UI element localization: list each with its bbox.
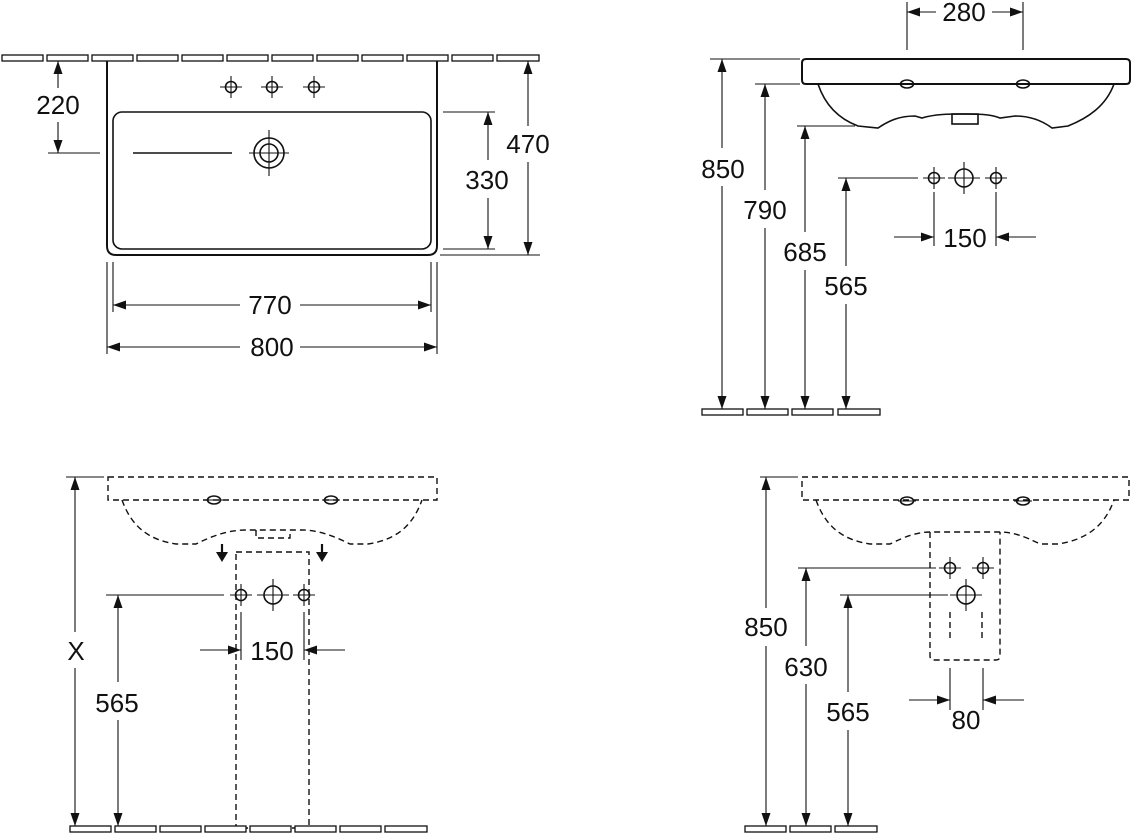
- dim-drain-spacing: 150: [250, 636, 293, 666]
- drain-icon: [949, 578, 983, 612]
- tap-hole-icon: [292, 583, 316, 607]
- dim-height-rim: 850: [701, 154, 744, 184]
- drain-icon: [947, 161, 981, 195]
- dim-height-drain: 565: [95, 688, 138, 718]
- semi-pedestal-view: 80 850 630 565: [744, 476, 1130, 833]
- dim-total-depth: 470: [506, 129, 549, 159]
- top-view: 220 330 470 770 800: [1, 54, 550, 362]
- tap-hole-icon: [321, 495, 341, 505]
- floor-strip: [701, 408, 881, 416]
- dim-height-drain: 565: [826, 697, 869, 727]
- tap-hole-icon: [922, 166, 946, 190]
- dim-tap-depth: 220: [36, 90, 79, 120]
- front-view: 280 150 850 790: [701, 0, 1131, 416]
- dim-bowl-depth: 330: [465, 165, 508, 195]
- dim-bowl-width: 770: [248, 290, 291, 320]
- dim-drain-spacing: 80: [952, 705, 981, 735]
- dim-height-upper: 630: [784, 652, 827, 682]
- floor-strip: [744, 825, 878, 833]
- tap-hole-icon: [984, 166, 1008, 190]
- tap-hole-icon: [897, 496, 917, 506]
- dim-hole-spacing: 280: [942, 0, 985, 27]
- basin-front-outline: [801, 58, 1131, 85]
- pedestal-view: 150 X 565: [66, 476, 438, 833]
- tap-hole-icon: [938, 556, 962, 580]
- dim-height-variable: X: [67, 636, 84, 666]
- floor-strip: [69, 825, 428, 833]
- bowl-outline: [112, 111, 432, 250]
- tap-hole-icon: [229, 583, 253, 607]
- dim-height-drain: 565: [824, 271, 867, 301]
- arrow-down-icon: [214, 542, 230, 564]
- dim-height-rim: 850: [744, 612, 787, 642]
- wall-strip: [1, 54, 540, 62]
- arrow-down-icon: [314, 542, 330, 564]
- dim-height-underside: 790: [743, 195, 786, 225]
- tap-hole-icon: [204, 495, 224, 505]
- tap-hole-icon: [219, 75, 243, 99]
- drain-icon: [249, 130, 289, 176]
- tap-hole-icon: [1013, 496, 1033, 506]
- tap-hole-icon: [897, 79, 917, 89]
- dim-drain-spacing: 150: [943, 223, 986, 253]
- tap-hole-icon: [971, 556, 995, 580]
- dim-total-width: 800: [250, 332, 293, 362]
- dim-height-bowl-bottom: 685: [783, 237, 826, 267]
- tap-hole-icon: [302, 75, 326, 99]
- drain-icon: [256, 578, 290, 612]
- basin-outline: [106, 61, 438, 256]
- tap-hole-icon: [260, 75, 284, 99]
- tap-hole-icon: [1013, 79, 1033, 89]
